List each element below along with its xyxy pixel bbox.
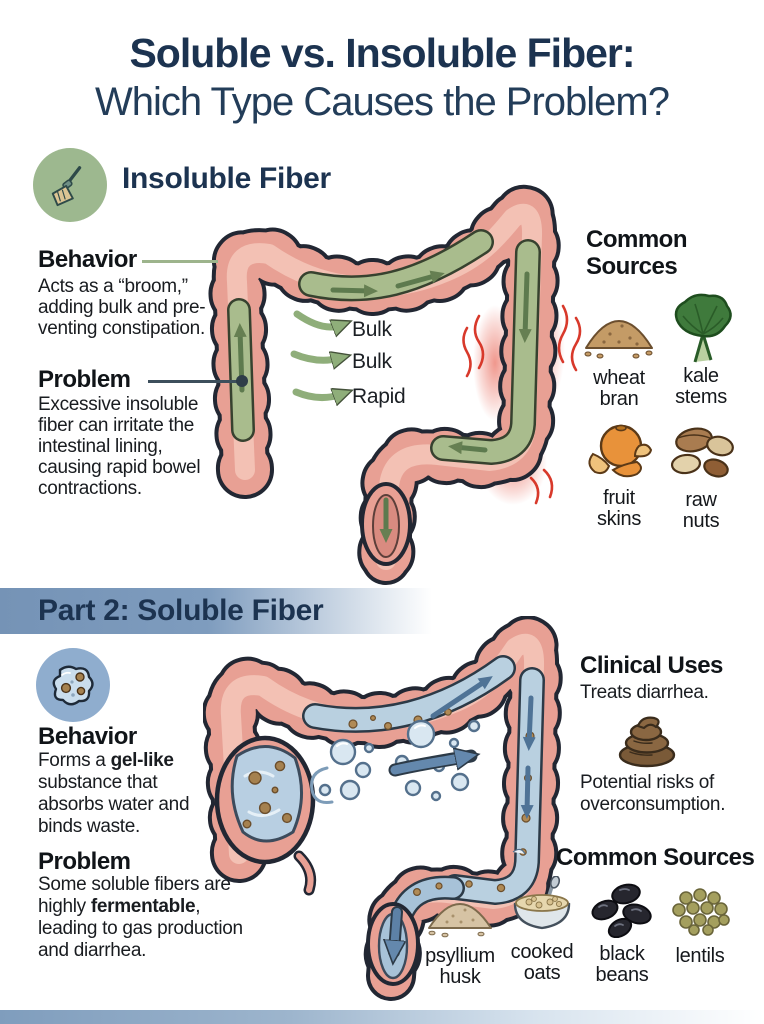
black-beans-icon: [591, 883, 652, 938]
source-label: fruit: [603, 487, 635, 509]
text-line: contractions.: [38, 478, 142, 499]
text-line: leading to gas production: [38, 918, 243, 939]
source-item-psyllium-husk: psyllium husk: [420, 886, 500, 988]
source-label: lentils: [675, 945, 725, 967]
text-line: absorbs water and: [38, 794, 190, 815]
broom-icon-glyph: [51, 166, 82, 207]
behavior-text-1: Acts as a “broom,” adding bulk and pre- …: [38, 276, 206, 339]
text-line: venting constipation.: [38, 318, 205, 339]
source-label: cooked: [510, 941, 574, 963]
text-line: Potential risks of: [580, 772, 714, 793]
source-label: black: [599, 943, 645, 965]
text-line: intestinal lining,: [38, 436, 163, 457]
source-label: bran: [599, 388, 639, 410]
problem-text-2: Some soluble fibers are highly fermentab…: [38, 874, 243, 962]
source-item-lentils: lentils: [660, 886, 740, 967]
source-item-wheat-bran: wheat bran: [578, 298, 660, 410]
text-line: Sources: [586, 253, 678, 280]
stool-icon: [612, 708, 682, 773]
soluble-colon-illustration: [203, 616, 564, 1005]
text-line: highly fermentable,: [38, 896, 201, 917]
source-label: beans: [595, 964, 649, 986]
source-item-raw-nuts: raw nuts: [660, 424, 742, 532]
source-label: psyllium: [425, 945, 495, 967]
source-label: kale: [683, 365, 719, 387]
text-line: adding bulk and pre-: [38, 297, 206, 318]
kale-stems-icon: [674, 293, 732, 363]
raw-nuts-icon: [670, 427, 734, 478]
gel-blob-icon: [36, 648, 110, 722]
behavior-heading-2: Behavior: [38, 723, 137, 750]
page-title-line2: Which Type Causes the Problem?: [94, 80, 670, 124]
fruit-skins-icon: [588, 424, 653, 478]
wheat-bran-icon: [584, 320, 653, 359]
source-item-black-beans: black beans: [582, 882, 662, 986]
problem-pointer-dot: [236, 375, 248, 387]
text-line: fiber can irritate the: [38, 415, 195, 436]
insoluble-colon-illustration: [207, 184, 582, 588]
text-line: substance that: [38, 772, 158, 793]
problem-heading-1: Problem: [38, 366, 131, 393]
text-line: and diarrhea.: [38, 940, 147, 961]
flow-label-rapid: Rapid: [352, 385, 406, 408]
behavior-heading-1: Behavior: [38, 246, 137, 273]
flow-arrows: [290, 310, 342, 398]
source-label: oats: [523, 962, 561, 984]
source-item-fruit-skins: fruit skins: [578, 420, 660, 530]
gel-blob-glyph: [52, 665, 94, 706]
psyllium-husk-icon: [428, 903, 492, 938]
sources-heading-1: Common Sources: [586, 226, 688, 280]
part2-band: Part 2: Soluble Fiber: [0, 588, 432, 634]
broom-icon: [33, 148, 107, 222]
cooked-oats-icon: [513, 876, 571, 930]
source-label: husk: [439, 966, 481, 988]
text-line: Forms a gel-like: [38, 750, 174, 771]
text-line: overconsumption.: [580, 794, 726, 815]
source-label: stems: [675, 386, 727, 408]
clinical-risk-text: Potential risks of overconsumption.: [580, 772, 725, 816]
problem-heading-2: Problem: [38, 848, 131, 875]
flow-label-bulk-2: Bulk: [352, 350, 392, 373]
text-line: Excessive insoluble: [38, 394, 199, 415]
source-label: nuts: [682, 510, 720, 532]
gas-bubbles: [310, 719, 479, 804]
source-item-kale-stems: kale stems: [660, 290, 742, 408]
text-line: Acts as a “broom,”: [38, 276, 188, 297]
section1-heading: Insoluble Fiber: [122, 162, 331, 195]
source-label: wheat: [593, 367, 645, 389]
source-label: raw: [685, 489, 717, 511]
source-label: skins: [596, 508, 642, 530]
bottom-band: [0, 1010, 764, 1024]
text-line: Some soluble fibers are: [38, 874, 231, 895]
problem-pointer-line: [148, 380, 242, 383]
behavior-pointer-line: [142, 260, 218, 263]
clinical-uses-heading: Clinical Uses: [580, 652, 723, 679]
text-line: causing rapid bowel: [38, 457, 201, 478]
source-item-cooked-oats: cooked oats: [502, 876, 582, 984]
clinical-uses-line: Treats diarrhea.: [580, 682, 709, 703]
problem-text-1: Excessive insoluble fiber can irritate t…: [38, 394, 201, 499]
sources-heading-2: Common Sources: [556, 844, 755, 871]
stool-icon-glyph: [618, 716, 676, 768]
flow-label-bulk-1: Bulk: [352, 318, 392, 341]
text-line: binds waste.: [38, 816, 141, 837]
lentils-icon: [672, 888, 730, 936]
section2-heading: Part 2: Soluble Fiber: [38, 594, 324, 627]
text-line: Common: [586, 226, 688, 253]
behavior-text-2: Forms a gel-like substance that absorbs …: [38, 750, 190, 838]
page-title-line1: Soluble vs. Insoluble Fiber:: [129, 30, 635, 76]
